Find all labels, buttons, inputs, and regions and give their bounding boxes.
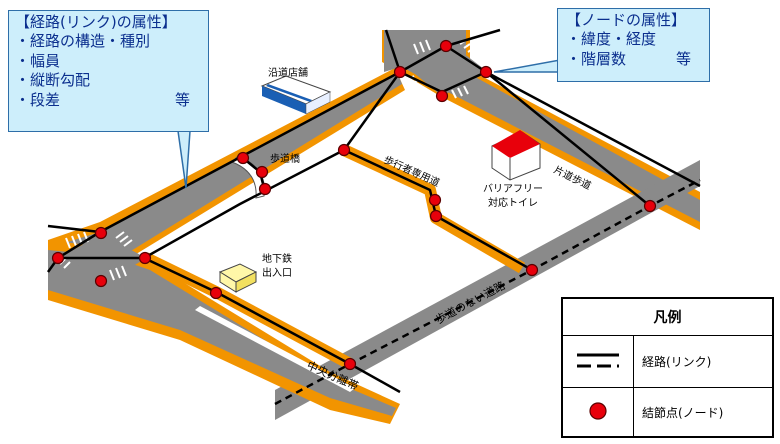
main-road-west <box>48 74 402 286</box>
subway-label-line1: 地下鉄 <box>262 252 292 265</box>
toilet-label-line1: バリアフリー <box>483 183 543 195</box>
node <box>643 199 657 213</box>
node-circle-icon <box>589 401 607 420</box>
node <box>51 251 65 265</box>
node <box>255 165 269 179</box>
roadside-shop-icon <box>260 75 332 115</box>
link-left-vertical <box>57 230 101 260</box>
node <box>343 357 357 371</box>
node <box>138 251 152 265</box>
node-attributes-callout: 【ノードの属性】 ・緯度・経度 ・階層数 等 <box>557 8 710 82</box>
link-attribute-item: ・経路の構造・種別 <box>15 32 151 50</box>
node <box>258 182 272 196</box>
legend-link-symbol <box>562 334 634 389</box>
nodes <box>51 39 657 371</box>
node-attributes-title: 【ノードの属性】 <box>566 11 687 29</box>
node <box>393 65 407 79</box>
node <box>479 65 493 79</box>
link-attribute-item: ・縦断勾配 <box>15 71 91 89</box>
legend-link-label: 経路(リンク) <box>633 334 773 389</box>
node <box>236 151 250 165</box>
node-callout-pointer <box>493 59 561 73</box>
node <box>337 143 351 157</box>
node <box>209 286 223 300</box>
legend-node-label: 結節点(ノード) <box>633 387 773 437</box>
link-upper-right <box>485 70 701 188</box>
shop-label: 沿道店舗 <box>268 66 308 79</box>
node <box>429 209 443 223</box>
node <box>435 89 449 103</box>
node <box>439 39 453 53</box>
legend: 凡例 経路(リンク) 結節点(ノード) <box>561 297 774 438</box>
legend-title: 凡例 <box>562 298 773 336</box>
median-strip <box>195 306 355 392</box>
subway-label-line2: 出入口 <box>262 266 292 279</box>
node <box>428 193 442 207</box>
subway-entrance-icon <box>218 263 258 293</box>
link-attribute-item: ・幅員 <box>15 51 61 70</box>
lower-road <box>48 250 396 416</box>
barrier-free-toilet-icon <box>491 130 541 181</box>
toilet-label-line2: 対応トイレ <box>488 196 538 209</box>
link-attributes-title: 【経路(リンク)の属性】 <box>15 13 177 31</box>
footbridge-label: 歩道橋 <box>270 152 300 165</box>
node-attributes-etc: 等 <box>676 49 692 68</box>
link-attributes-callout: 【経路(リンク)の属性】 ・経路の構造・種別 ・幅員 ・縦断勾配 ・段差 等 <box>8 10 209 132</box>
node <box>94 274 108 288</box>
road-without-sidewalk <box>275 160 700 420</box>
link-attribute-item: ・段差 <box>15 90 61 109</box>
link-attributes-etc: 等 <box>175 90 191 109</box>
node-attribute-item: ・階層数 <box>566 49 627 68</box>
legend-node-symbol <box>562 387 634 437</box>
link-lower-road <box>143 256 401 394</box>
link-line-icon <box>577 353 619 368</box>
link-one-side-sidewalk <box>485 71 651 207</box>
node <box>525 263 539 277</box>
node-attribute-item: ・緯度・経度 <box>566 30 657 48</box>
node <box>94 226 108 240</box>
